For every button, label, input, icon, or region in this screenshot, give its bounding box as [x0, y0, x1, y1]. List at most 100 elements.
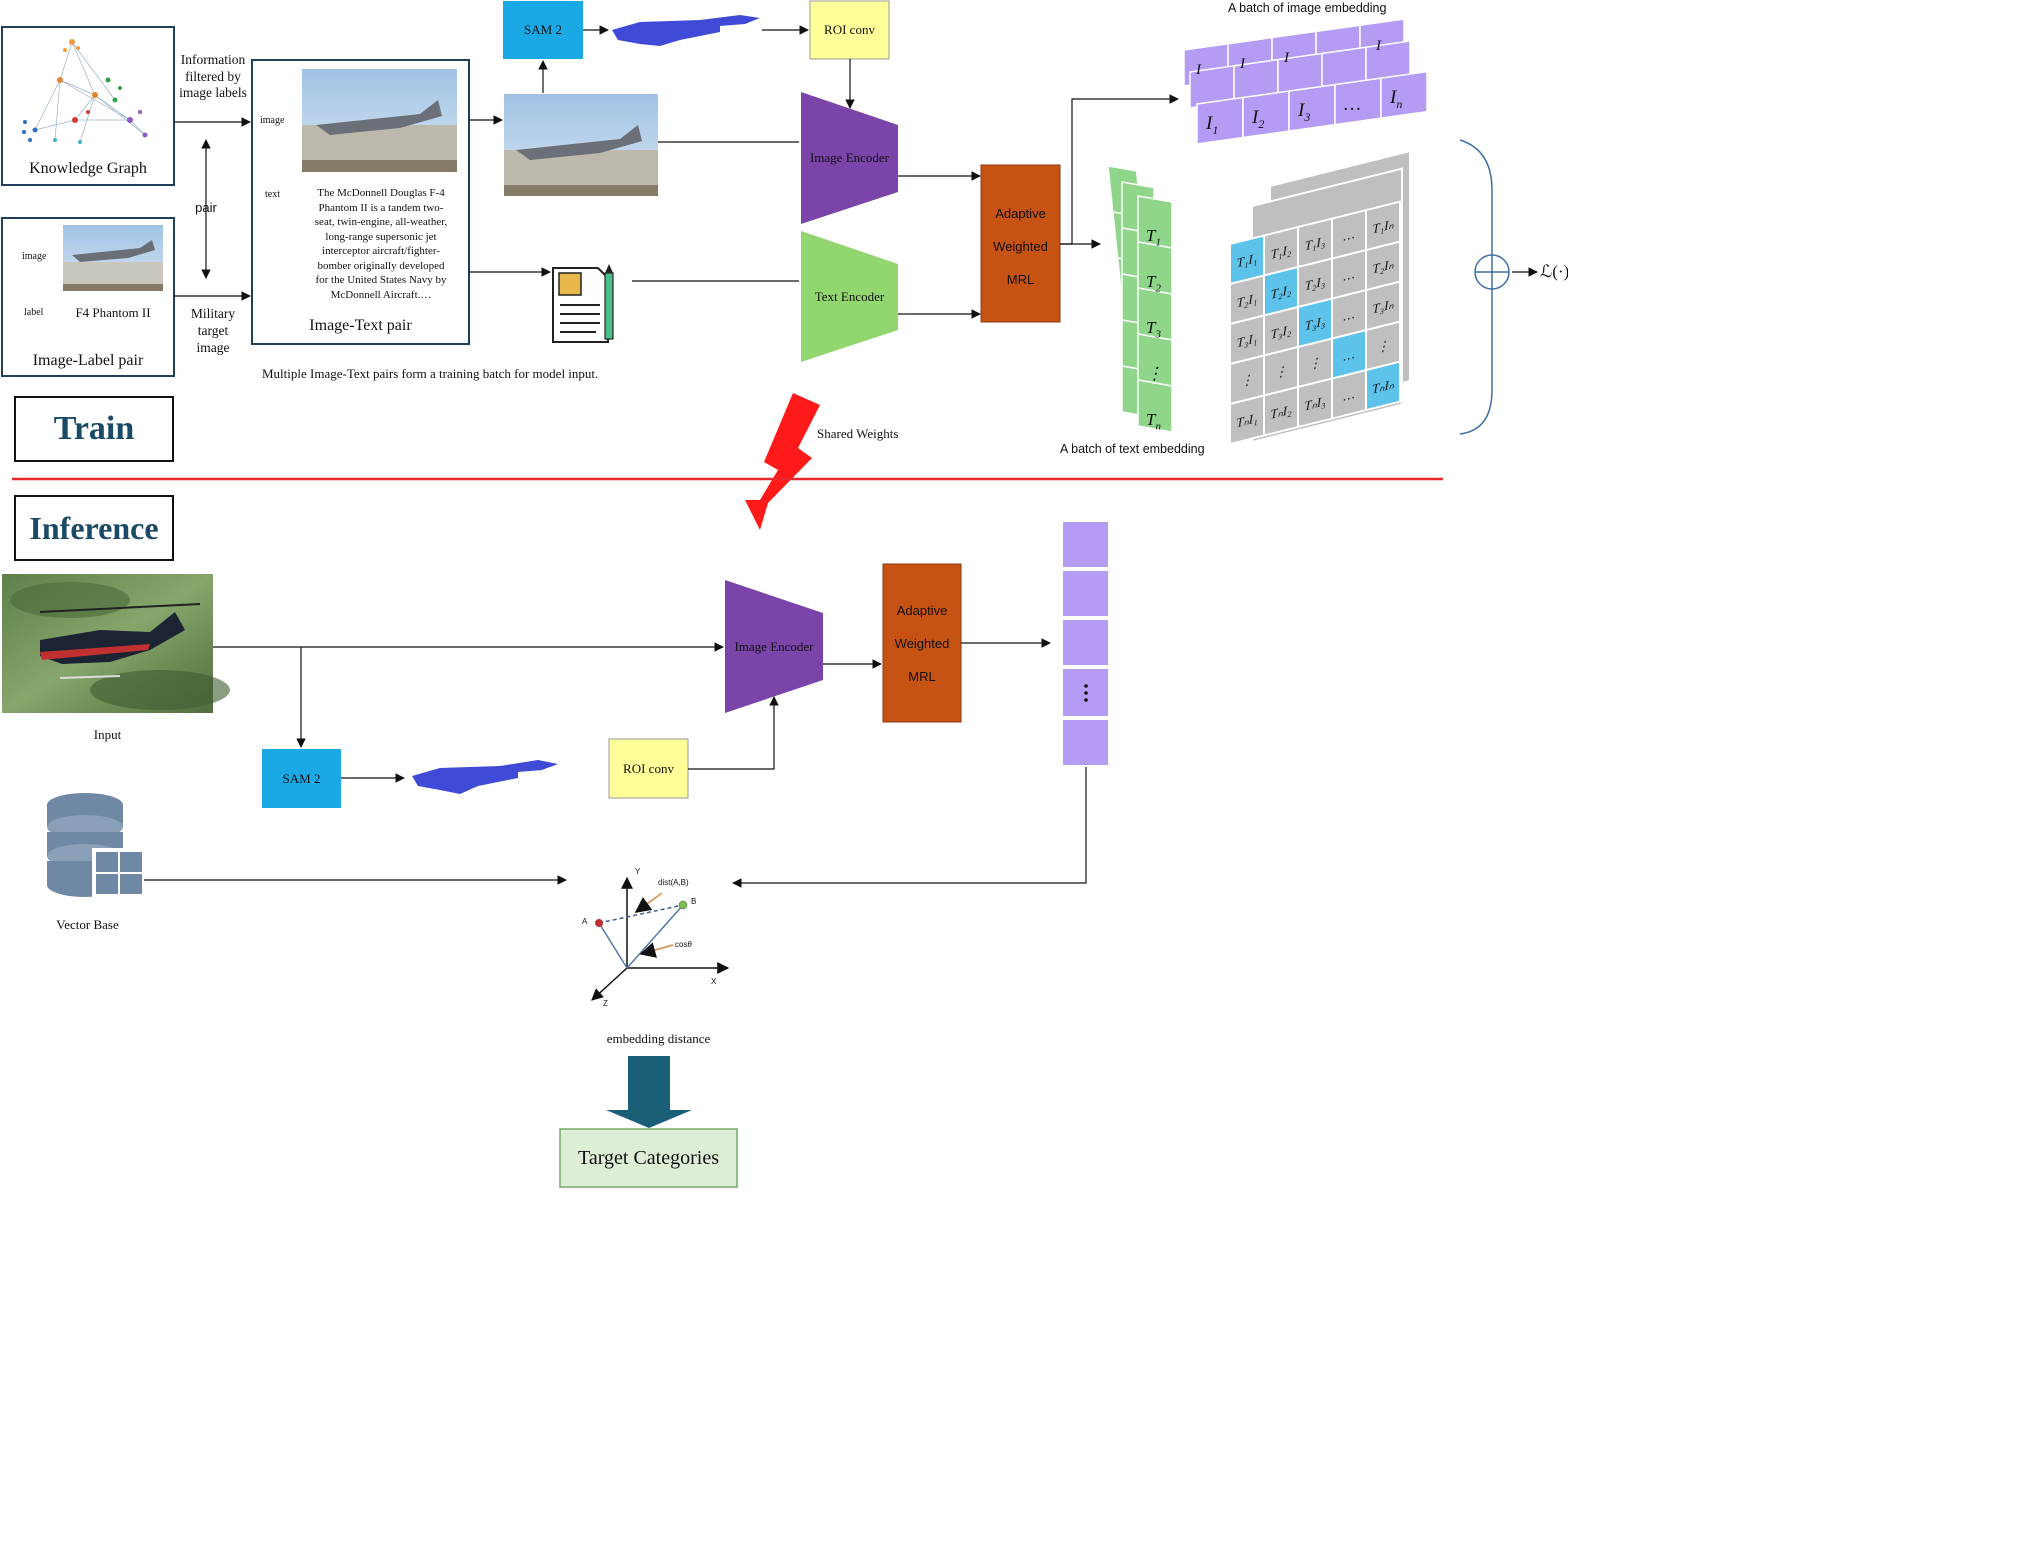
- target-categories-label: Target Categories: [578, 1146, 719, 1169]
- train-badge-label: Train: [53, 410, 135, 447]
- image-encoder-label-inference: Image Encoder: [734, 639, 814, 654]
- description-line: seat, twin-engine, all-weather,: [314, 216, 448, 228]
- matrix-cell-label: T₂Iₙ: [1372, 256, 1394, 276]
- text-embedding-stack: [1107, 165, 1173, 433]
- plot-point-b: B: [691, 897, 697, 906]
- text-embedding-label: T3: [1146, 318, 1161, 341]
- roi-conv-box-train: [809, 0, 890, 60]
- matrix-cell-label: …: [1343, 346, 1355, 364]
- image-encoder-inference: [725, 580, 823, 713]
- matrix-cell-label: TₙI₂: [1270, 402, 1292, 422]
- description-line: interceptor aircraft/fighter-: [322, 245, 440, 257]
- text-embedding-subscript: n: [1155, 420, 1161, 433]
- loss-label: ℒ(·): [1540, 262, 1568, 281]
- target-categories-box: [559, 1128, 738, 1188]
- mrl-line: MRL: [1006, 272, 1035, 287]
- database-icon: [47, 793, 144, 900]
- sum-node-icon: [1474, 254, 1510, 290]
- matrix-cell-label: T₃Iₙ: [1372, 296, 1394, 316]
- inference-input-photo: [2, 574, 230, 713]
- matrix-cell-label: T₃I₂: [1271, 322, 1292, 342]
- matrix-cell-label: …: [1343, 386, 1355, 404]
- loss-bracket: [1459, 139, 1493, 435]
- image-text-text-key: text: [265, 189, 280, 200]
- text-embedding-label: T1: [1146, 226, 1161, 249]
- plot-axis-z: Z: [603, 999, 608, 1008]
- text-embedding-subscript: 1: [1155, 236, 1161, 249]
- matrix-cell-label: TₙI₃: [1304, 393, 1326, 413]
- text-batch-title: A batch of text embedding: [1060, 442, 1205, 456]
- image-embedding-back-label: I: [1376, 38, 1381, 54]
- mrl-box-train: [980, 164, 1061, 323]
- matrix-cell-label: ⋮: [1275, 363, 1288, 381]
- image-embedding-subscript: 1: [1212, 122, 1219, 137]
- description-line: long-range supersonic jet: [325, 230, 437, 243]
- inference-arrows: [144, 638, 1087, 888]
- inference-embedding-column: [1061, 520, 1110, 767]
- matrix-cell-label: T₁I₃: [1305, 233, 1326, 253]
- shared-weights-label: Shared Weights: [817, 426, 899, 441]
- document-icon: [552, 264, 614, 343]
- matrix-cell-label: T₂I₃: [1305, 273, 1326, 293]
- pair-label: pair: [195, 200, 217, 215]
- image-label-photo: [63, 225, 163, 291]
- image-label-label-key: label: [24, 307, 44, 318]
- knowledge-graph-label: Knowledge Graph: [29, 160, 147, 177]
- embedding-distance-plot: [591, 876, 730, 1001]
- train-badge: Train: [14, 396, 174, 462]
- matrix-cell-label: …: [1343, 266, 1355, 284]
- embedding-distance-label: embedding distance: [606, 1031, 711, 1046]
- image-batch-title: A batch of image embedding: [1228, 1, 1387, 15]
- text-embedding-label: T2: [1146, 272, 1161, 295]
- vector-base-label: Vector Base: [56, 917, 119, 932]
- shared-weights-arrow: [745, 393, 820, 530]
- batch-note: Multiple Image-Text pairs form a trainin…: [262, 366, 599, 381]
- image-label-image-key: image: [22, 251, 47, 262]
- military-target-label: Military target image: [190, 306, 236, 355]
- sam2-box-inference: [262, 749, 341, 808]
- down-arrow-to-target: [606, 1056, 692, 1128]
- mrl-line: MRL: [908, 669, 936, 684]
- segmented-aircraft-train: [612, 15, 760, 46]
- sam2-label-train: SAM 2: [524, 22, 562, 37]
- diagram-canvas: T₁I₁T₁I₂T₁I₃…T₁IₙT₂I₁T₂I₂T₂I₃…T₂IₙT₃I₁T₃…: [1, 0, 1538, 1188]
- image-label-value: F4 Phantom II: [75, 305, 151, 320]
- mrl-label-inference: Adaptive Weighted MRL: [883, 594, 961, 693]
- image-text-description: The McDonnell Douglas F-4 Phantom II is …: [300, 186, 462, 302]
- matrix-cell-label: T₁I₂: [1271, 242, 1292, 262]
- matrix-cell-label: …: [1343, 226, 1355, 244]
- mrl-line: Weighted: [894, 636, 950, 651]
- matrix-cell-label: T₁I₁: [1237, 250, 1258, 270]
- sam2-label-inference: SAM 2: [282, 770, 321, 786]
- description-line: Phantom II is a tandem two-: [318, 201, 444, 214]
- mrl-box-inference: [882, 563, 962, 723]
- text-embedding-subscript: 3: [1155, 328, 1161, 341]
- mrl-line: Adaptive: [995, 206, 1046, 221]
- image-text-image-key: image: [260, 115, 285, 126]
- image-embedding-label: …: [1344, 93, 1361, 115]
- image-embedding-stack: [1183, 18, 1428, 145]
- knowledge-graph-icon: [22, 39, 148, 144]
- input-label: Input: [93, 727, 122, 742]
- matrix-cell-label: T₂I₁: [1237, 290, 1258, 310]
- image-embedding-label: I2: [1252, 106, 1265, 131]
- image-embedding-subscript: 3: [1304, 109, 1311, 124]
- matrix-cell-label: T₂I₂: [1271, 282, 1292, 302]
- knowledge-graph-box: [1, 26, 175, 186]
- image-label-pair-caption: Image-Label pair: [32, 352, 144, 369]
- description-line: The McDonnell Douglas F-4: [317, 187, 445, 199]
- image-embedding-back-label: I: [1284, 50, 1289, 66]
- inference-badge-label: Inference: [29, 509, 159, 546]
- matrix-cell-diagonal: [1365, 360, 1401, 412]
- sam2-box-train: [503, 1, 583, 59]
- image-embedding-label: In: [1390, 87, 1403, 111]
- plot-axis-x: X: [711, 977, 717, 986]
- text-embedding-label: ⋮: [1146, 364, 1163, 383]
- text-embedding-label: Tn: [1146, 410, 1161, 433]
- plot-axis-y: Y: [635, 867, 641, 876]
- plot-dist-label: dist(A,B): [658, 878, 689, 887]
- matrix-cell-label: TₙIₙ: [1372, 376, 1395, 396]
- matrix-cell-label: T₃I₃: [1305, 313, 1326, 333]
